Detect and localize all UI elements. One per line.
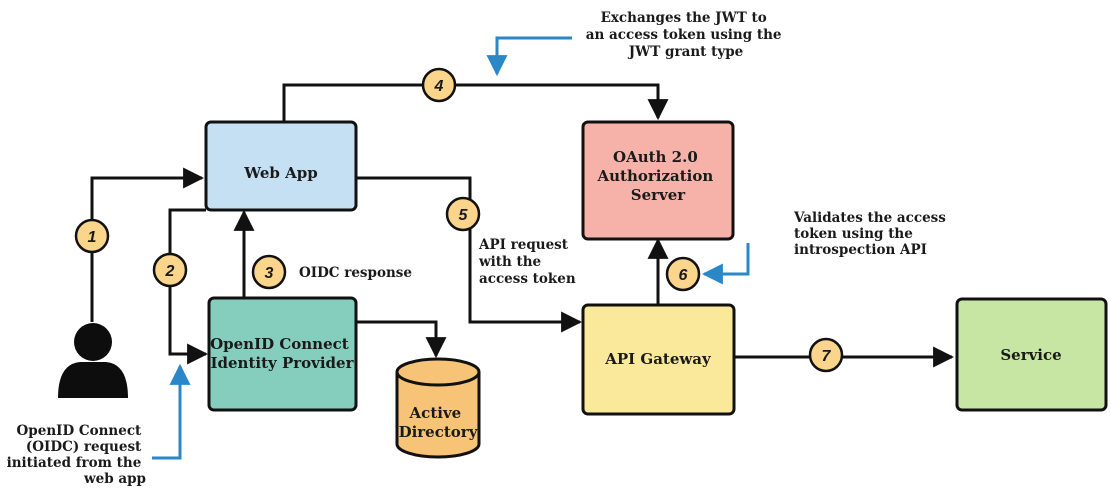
connector-user-to-webapp [90,167,205,322]
node-api-gateway: API Gateway [581,303,736,416]
callout-validates-arrow [701,243,750,285]
step-number-7: 7 [822,348,832,365]
svg-text:API Gateway: API Gateway [604,350,712,368]
svg-text:Service: Service [1000,346,1061,364]
step-badge-4: 4 [421,67,457,103]
api-gateway-box [581,303,736,416]
oauth-server-box [581,120,735,241]
step-number-4: 4 [434,78,444,95]
oauth-label-line-1: OAuth 2.0 [613,148,698,166]
svg-text:Web App: Web App [243,164,318,182]
idp-label-line-1: OpenID Connect [210,335,349,353]
node-service: Service [955,297,1108,412]
user-silhouette-icon [58,323,128,398]
flow-connectors [90,83,955,368]
step-number-1: 1 [88,229,97,246]
callout-arrows [152,36,750,460]
api-gateway-label: API Gateway [604,350,712,368]
oauth-label-line-2: Authorization [597,167,714,185]
step-badge-5: 5 [445,196,481,232]
step-number-6: 6 [679,267,688,284]
step-badge-2: 2 [152,252,188,288]
directory-cylinder-body [395,372,481,459]
service-label: Service [1000,346,1061,364]
oauth-label-line-3: Server [631,186,687,204]
connector-idp-to-directory [356,320,447,359]
service-box [955,297,1108,412]
svg-text:OpenID Connect Identity: OpenID Connect Identity Provider [210,335,355,372]
directory-cylinder-top [395,357,481,387]
callout-jwt-arrow [486,36,572,77]
node-identity-provider: OpenID Connect Identity Provider [207,296,358,412]
idp-label-line-2: Identity Provider [211,354,355,372]
step-badge-3: 3 [251,254,287,290]
directory-label-line-1: Active [409,404,462,422]
step-badge-1: 1 [74,218,110,254]
step-number-2: 2 [165,263,175,280]
annotation-jwt-exchange: Exchanges the JWT to an access token usi… [586,10,786,60]
step-badge-6: 6 [665,256,701,292]
connector-webapp-to-gateway [356,176,583,333]
svg-text:Active Directory: Active Directory [399,404,479,441]
annotation-oidc-request: OpenID Connect (OIDC) request initiated … [7,423,146,487]
node-web-app: Web App [204,120,358,212]
web-app-label: Web App [243,164,318,182]
annotation-validates-token: Validates the access token using the int… [793,210,951,258]
step-badge-7: 7 [808,337,844,373]
step-number-5: 5 [459,207,469,224]
connector-webapp-to-oauth [282,83,669,122]
identity-provider-box [207,296,358,412]
annotation-oidc-response: OIDC response [299,265,412,281]
step-badges: 1 2 3 4 5 6 7 [74,67,844,373]
node-oauth-server: OAuth 2.0 Authorization Server [581,120,735,241]
step-number-3: 3 [265,265,274,282]
directory-label-line-2: Directory [399,423,479,441]
callout-oidc-request-arrow [152,363,191,460]
annotation-api-request: API request with the access token [478,237,576,287]
web-app-box [204,120,358,212]
node-active-directory: Active Directory [395,357,481,459]
svg-text:OAuth 2.0 Authorization: OAuth 2.0 Authorization Server [597,148,719,204]
